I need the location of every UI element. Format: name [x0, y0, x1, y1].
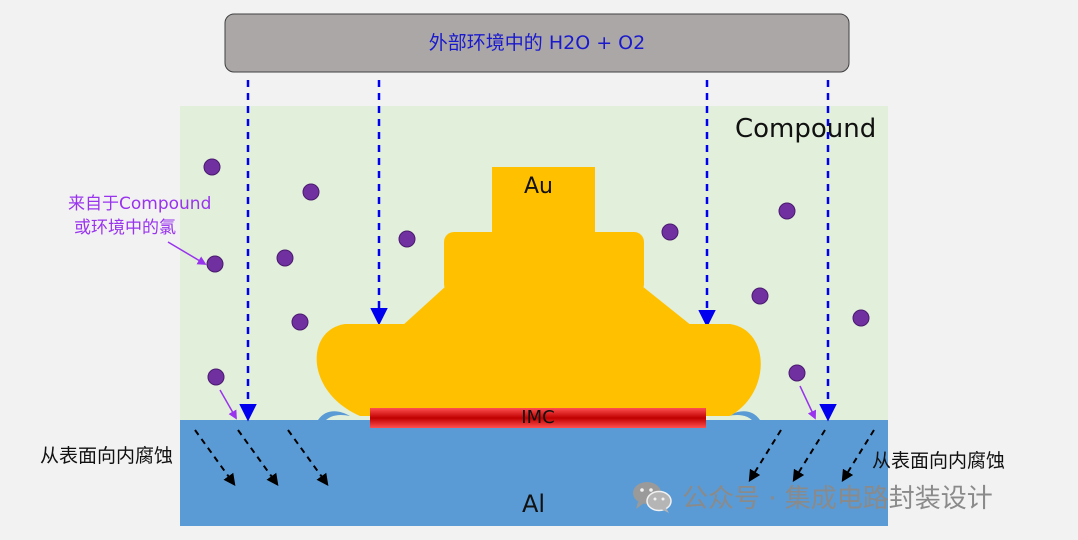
- watermark-text: 公众号 · 集成电路封装设计: [682, 484, 993, 514]
- chlorine-label-line2: 或环境中的氯: [74, 218, 176, 238]
- imc-layer: [370, 408, 706, 428]
- gold-ball-upper: [444, 232, 644, 294]
- moisture-oxygen-arrows: [239, 80, 837, 422]
- gold-ball-bond: [316, 167, 761, 416]
- chlorine-particle: [276, 249, 294, 267]
- chlorine-particle: [661, 223, 679, 241]
- chlorine-particle: [207, 368, 225, 386]
- chlorine-particle: [291, 313, 309, 331]
- imc-label: IMC: [521, 407, 555, 428]
- corrosion-arrow: [841, 429, 875, 483]
- chlorine-particle: [788, 364, 806, 382]
- corrosion-arrows: [194, 429, 875, 486]
- aluminum-label: Al: [522, 490, 546, 518]
- chlorine-particle: [203, 158, 221, 176]
- watermark: 公众号 · 集成电路封装设计: [632, 478, 993, 515]
- chlorine-particle: [852, 309, 870, 327]
- corrosion-splash-right: [728, 411, 760, 424]
- chlorine-particle: [398, 230, 416, 248]
- gold-wire-neck: [492, 167, 595, 237]
- chlorine-source-label: 来自于Compound 或环境中的氯: [68, 192, 211, 240]
- corrosion-arrow: [194, 429, 236, 486]
- wechat-icon: [633, 481, 672, 513]
- corrosion-arrow: [287, 429, 329, 486]
- chlorine-particle: [751, 287, 769, 305]
- environment-banner: [224, 13, 850, 73]
- gold-ball-flare: [402, 286, 692, 326]
- chlorine-particles: [203, 158, 870, 386]
- chlorine-arrow-right: [799, 385, 817, 420]
- corrosion-arrow: [748, 429, 782, 483]
- corrosion-arrow: [237, 429, 279, 486]
- corrosion-arrow: [792, 429, 826, 483]
- compound-label: Compound: [735, 114, 877, 144]
- chlorine-particle: [206, 255, 224, 273]
- chlorine-arrow-left: [219, 389, 237, 420]
- environment-label: 外部环境中的 H2O + O2: [428, 32, 646, 54]
- chlorine-particle: [302, 183, 320, 201]
- chlorine-label-arrow: [167, 241, 207, 265]
- gold-label: Au: [524, 174, 553, 199]
- corrosion-label-right: 从表面向内腐蚀: [872, 450, 1006, 472]
- chlorine-particle: [778, 202, 796, 220]
- corrosion-label-left: 从表面向内腐蚀: [40, 445, 174, 467]
- chlorine-arrows: [167, 241, 817, 420]
- gold-ball-base: [316, 324, 761, 416]
- chlorine-label-line1: 来自于Compound: [68, 194, 212, 214]
- aluminum-pad: [180, 420, 888, 526]
- corrosion-splash-left: [318, 411, 350, 424]
